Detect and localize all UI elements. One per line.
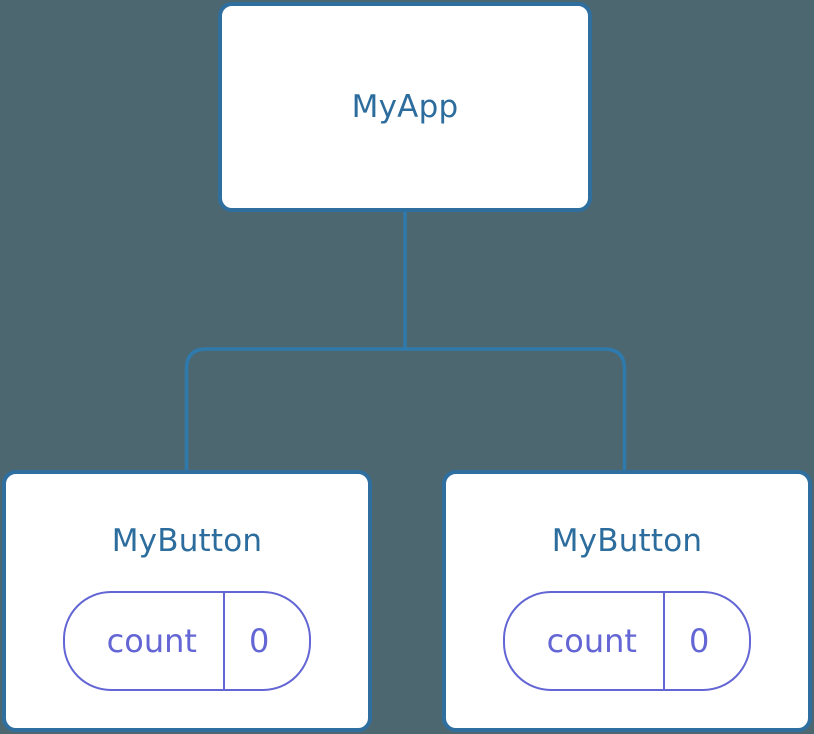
state-badge[interactable]: count 0 bbox=[502, 591, 752, 691]
state-value: 0 bbox=[688, 622, 710, 660]
tree-node-myapp[interactable]: MyApp bbox=[218, 2, 592, 212]
node-title: MyButton bbox=[111, 523, 263, 559]
tree-node-mybutton-1[interactable]: MyButton count 0 bbox=[2, 470, 372, 732]
tree-node-mybutton-2[interactable]: MyButton count 0 bbox=[442, 470, 812, 732]
state-key: count bbox=[65, 593, 225, 689]
state-key: count bbox=[505, 593, 665, 689]
state-value: 0 bbox=[248, 622, 270, 660]
node-title: MyApp bbox=[351, 88, 459, 125]
connector-branch-bar bbox=[184, 347, 627, 471]
state-badge[interactable]: count 0 bbox=[62, 591, 312, 691]
node-title: MyButton bbox=[551, 523, 703, 559]
